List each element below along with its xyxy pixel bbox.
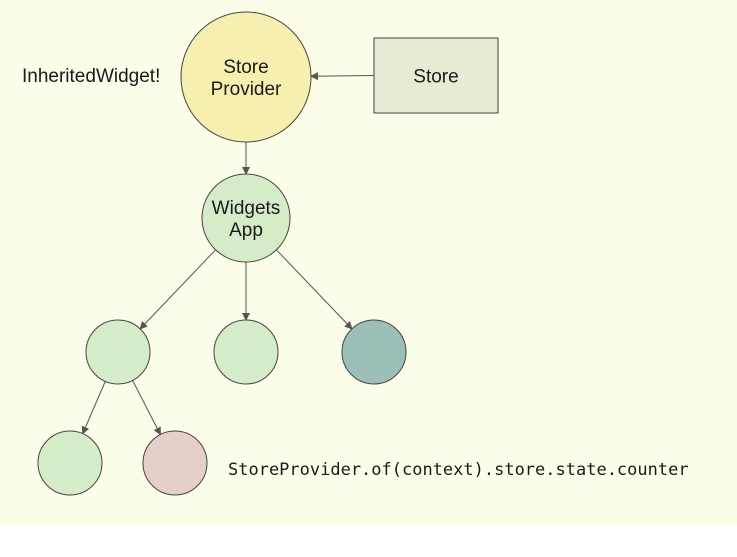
code-annotation: StoreProvider.of(context).store.state.co… [228, 460, 689, 480]
node-shape-grandchild-right [142, 430, 208, 496]
node-child-middle [213, 319, 279, 385]
node-shape-store-provider [180, 11, 312, 143]
edges-group [81, 72, 375, 436]
node-grandchild-right [142, 430, 208, 496]
node-label-store-provider: Store [223, 57, 268, 78]
node-grandchild-left [37, 430, 103, 496]
edge-child-left-to-grandchild-right [132, 380, 161, 436]
node-shape-child-right [341, 319, 407, 385]
edge-widgets-app-to-child-left [139, 249, 216, 330]
node-label-widgets-app: Widgets [212, 198, 281, 219]
node-store-provider: StoreProvider [180, 11, 312, 143]
node-store: Store [373, 37, 499, 114]
node-shape-child-middle [213, 319, 279, 385]
node-shape-widgets-app [201, 173, 291, 263]
node-child-right [341, 319, 407, 385]
diagram-background [0, 0, 737, 525]
edge-widgets-app-to-child-right [276, 249, 353, 330]
node-child-left [85, 319, 151, 385]
edge-child-left-to-grandchild-left [81, 381, 106, 435]
edge-store-to-store-provider [309, 72, 375, 81]
inherited-widget-label: InheritedWidget! [22, 66, 160, 87]
node-shape-child-left [85, 319, 151, 385]
node-shape-store [373, 37, 499, 114]
node-label-widgets-app: App [229, 220, 263, 241]
node-label-store-provider: Provider [211, 79, 282, 100]
node-label-store: Store [413, 67, 458, 88]
node-shape-grandchild-left [37, 430, 103, 496]
